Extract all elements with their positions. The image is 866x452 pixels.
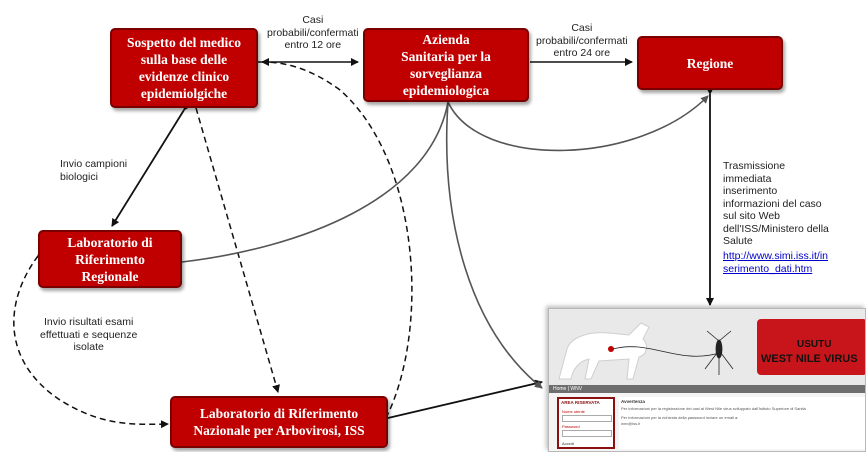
mosquito-icon (704, 330, 734, 375)
arrow-lab-nazionale-to-sospetto (261, 58, 413, 419)
label-invio-risultati: Invio risultati esami effettuati e seque… (40, 316, 138, 353)
website-title-panel (757, 319, 865, 375)
password-field[interactable] (562, 430, 612, 437)
link-simi-iss[interactable]: http://www.simi.iss.it/in serimento_dati… (723, 250, 829, 275)
curve-lab-regionale-to-azienda (181, 101, 449, 263)
node-lab-nazionale: Laboratorio di Riferimento Nazionale per… (170, 396, 388, 448)
website-info-box: Avvertenza Per informazioni per la regis… (619, 397, 865, 449)
node-regione: Regione (637, 36, 783, 90)
curve-azienda-to-website (445, 101, 543, 389)
arrow-lab-regionale-lab-nazionale (13, 247, 169, 429)
curve-azienda-to-regione (447, 95, 709, 152)
info-line-1: Per informazioni per la registrazione de… (621, 406, 806, 411)
horse-illustration (558, 322, 734, 380)
label-casi-12-ore: Casi probabili/confermati entro 12 ore (267, 14, 359, 51)
label-trasmissione: Trasmissione immediata inserimento infor… (723, 160, 829, 247)
label-casi-24-ore: Casi probabili/confermati entro 24 ore (536, 22, 628, 59)
arrow-sospetto-to-lab-nazionale (195, 107, 280, 393)
info-line-3[interactable]: wnv@iss.it (621, 421, 641, 426)
website-banner: USUTU WEST NILE VIRUS (549, 309, 865, 385)
node-lab-regionale: Laboratorio di Riferimento Regionale (38, 230, 182, 288)
username-field[interactable] (562, 415, 612, 422)
info-header: Avvertenza (621, 399, 645, 404)
node-azienda: Azienda Sanitaria per la sorveglianza ep… (363, 28, 529, 102)
login-header: AREA RISERVATA (561, 400, 600, 405)
website-title-usutu: USUTU (797, 339, 832, 350)
website-login-box: AREA RISERVATA Nome utente Password Acce… (557, 397, 615, 449)
password-label: Password (562, 424, 580, 429)
node-sospetto: Sospetto del medico sulla base delle evi… (110, 28, 258, 108)
username-label: Nome utente (562, 409, 585, 414)
label-invio-campioni: Invio campioni biologici (60, 158, 128, 183)
info-line-2: Per informazioni per la richiesta della … (621, 415, 739, 420)
website-screenshot: USUTU WEST NILE VIRUS Home | WNV AREA RI… (548, 308, 866, 452)
website-title-wnv: WEST NILE VIRUS (761, 353, 858, 365)
arrow-lab-nazionale-to-website (387, 379, 543, 419)
arrow-sospetto-lab-regionale (111, 101, 192, 227)
login-button[interactable]: Accedi (562, 441, 575, 446)
website-nav-text[interactable]: Home | WNV (553, 386, 583, 392)
website-nav-strip (549, 385, 865, 393)
